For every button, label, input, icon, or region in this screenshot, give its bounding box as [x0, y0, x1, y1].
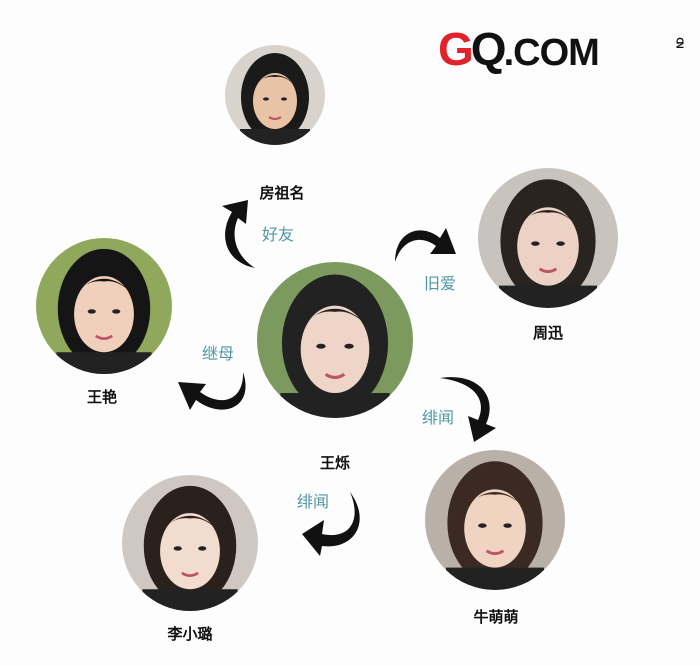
photo-niu-mengmeng	[425, 450, 565, 590]
person-name: 周迅	[532, 324, 564, 342]
arrow-icon	[302, 492, 360, 556]
person-name: 牛萌萌	[473, 608, 519, 626]
portrait-icon	[446, 461, 544, 590]
arrow-icon	[395, 228, 456, 262]
portrait-icon	[142, 485, 238, 611]
arrow-icon	[440, 377, 496, 442]
person-name: 王烁	[319, 454, 351, 472]
relation-label: 旧爱	[423, 274, 457, 293]
photo-wang-yan	[36, 238, 172, 374]
relation-label: 绯闻	[296, 492, 330, 511]
relation-label: 绯闻	[421, 408, 455, 427]
person-name: 李小璐	[167, 625, 213, 643]
portrait-icon	[56, 248, 152, 374]
arrow-icon	[178, 372, 246, 410]
photo-wang-shuo	[257, 262, 413, 418]
portrait-icon	[280, 274, 390, 418]
photo-zhou-xun	[478, 168, 618, 308]
relation-label: 好友	[261, 225, 295, 244]
photo-li-xiaolu	[122, 475, 258, 611]
photo-fang-zuming	[225, 45, 325, 145]
portrait-icon	[499, 179, 597, 308]
portrait-icon	[240, 53, 310, 145]
person-name: 房祖名	[259, 184, 305, 202]
person-name: 王艳	[86, 388, 118, 406]
arrow-icon	[222, 200, 255, 268]
relation-label: 继母	[201, 344, 235, 363]
